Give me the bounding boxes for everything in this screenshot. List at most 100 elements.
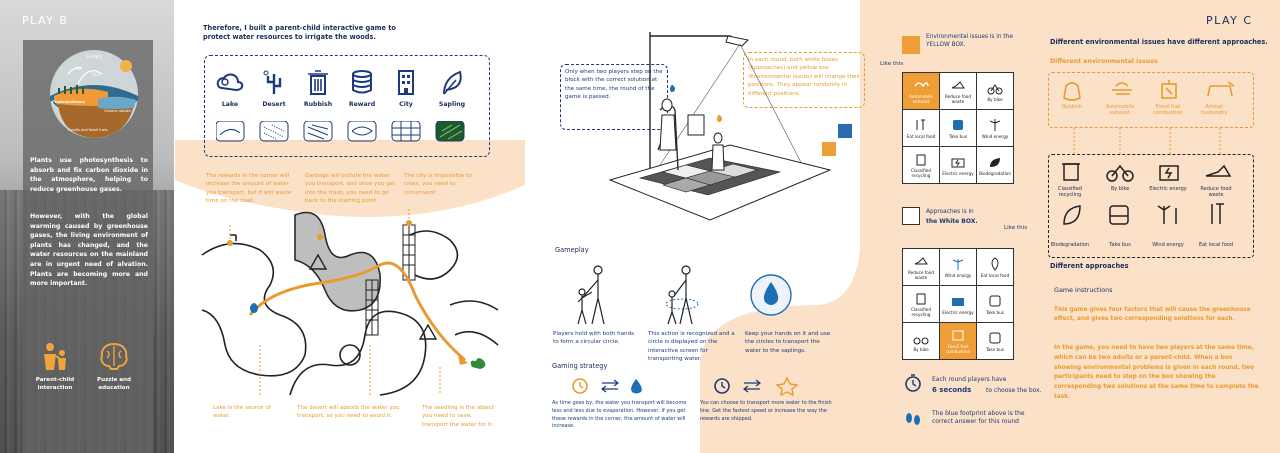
- grid1-cell-8[interactable]: Biodegradation: [977, 147, 1013, 183]
- yellow-box-swatch: [902, 36, 920, 54]
- grid2-cell-6[interactable]: By bike: [903, 323, 939, 359]
- tile-swatches: [216, 121, 465, 142]
- issues-icons: [1063, 80, 1235, 101]
- strategy-text-1: As time goes by, the water you transport…: [552, 400, 687, 430]
- maze-map: [201, 207, 499, 396]
- strategy-text-2: You can choose to transport more water t…: [700, 400, 832, 422]
- round-text-1: Each round players have: [932, 376, 1007, 383]
- grid1-cell-0[interactable]: Automobile exhaust: [903, 73, 939, 109]
- round-text-3: to choose the box.: [986, 387, 1042, 394]
- gameplay-step-1: Players hold with both hands to form a c…: [553, 331, 635, 346]
- play-b-paragraph-2: However, with the global warming caused …: [30, 213, 148, 288]
- diagram-sunlight-label: Sunlight: [86, 54, 103, 59]
- note-seedling: The seedling is the object you need to s…: [422, 405, 494, 428]
- approach-label-3: Reduce food waste: [1200, 186, 1232, 199]
- peach-band: [175, 140, 525, 217]
- approaches-box: [1048, 154, 1254, 258]
- circle-recognized-illustration: [665, 265, 699, 325]
- grid1-cell-3[interactable]: Eat local food: [903, 110, 939, 146]
- white-box-swatch: [902, 207, 920, 225]
- note-desert: The desert will absorb the water you tra…: [297, 405, 400, 420]
- white-box-title-2: the White BOX.: [926, 218, 978, 225]
- footprint-note: The blue footprint above is the correct …: [932, 410, 1025, 426]
- yellow-box-marker: [822, 142, 836, 156]
- grid2-cell-5[interactable]: Take bus: [977, 286, 1013, 322]
- strategy-icons-2: [714, 376, 799, 396]
- issue-label-animal: Animal husbandry: [1200, 104, 1228, 117]
- white-box-title-1: Approaches is in: [926, 209, 974, 215]
- scene-left-note: Only when two players step on the block …: [565, 69, 663, 101]
- issues-title: Different environmental issues: [1050, 58, 1158, 65]
- cactus-icon: [263, 70, 282, 94]
- grid2-cell-3[interactable]: Classified recycling: [903, 286, 939, 322]
- issue-label-rubbish: Rubbish: [1062, 104, 1082, 110]
- note-reward: The rewards in the corner will increase …: [206, 173, 292, 205]
- play-b-paragraph-1: Plants use photosynthesis to absorb and …: [30, 157, 148, 193]
- strategy-heading: Gaming strategy: [552, 362, 608, 370]
- grid2-cell-2[interactable]: Eat local food: [977, 249, 1013, 285]
- lake-icon: [216, 73, 244, 92]
- issue-label-fossil: Fossil fuel combustion: [1153, 104, 1183, 117]
- timer-icon: [905, 374, 921, 392]
- brain-icon: [100, 342, 128, 370]
- gameplay-step-2: This action is recognized and a circle i…: [648, 331, 735, 363]
- like-this-label-2: Like this: [1004, 225, 1028, 231]
- grid1-cell-5[interactable]: Wind energy: [977, 110, 1013, 146]
- legend-label-reward: Reward: [348, 101, 376, 108]
- city-icon: [398, 70, 414, 95]
- note-garbage: Garbage will pollute the water you trans…: [305, 173, 396, 205]
- approach-label-2: Electric energy: [1149, 186, 1187, 192]
- carbon-cycle-diagram: [50, 50, 138, 138]
- scene-right-note: In each round, both white boxes (Approac…: [748, 57, 861, 97]
- sapling-icon: [443, 70, 462, 95]
- issue-label-exhaust: Automobile exhaust: [1105, 104, 1135, 117]
- blue-box-marker: [838, 124, 852, 138]
- gameplay-heading: Gameplay: [555, 246, 589, 254]
- approaches-title: Different approaches: [1050, 262, 1129, 270]
- intro-heading: Therefore, I built a parent-child intera…: [203, 24, 396, 41]
- round-text-2: 6 seconds: [932, 386, 972, 394]
- coins-icon: [352, 70, 372, 94]
- gameplay-step-3: Keep your hands on it and use the circle…: [745, 331, 831, 354]
- approach-label-5: Take bus: [1109, 242, 1131, 248]
- instructions-title: Game instructions: [1054, 286, 1113, 294]
- grid2-cell-7[interactable]: Fossil fuel combustion: [940, 323, 976, 359]
- diagram-fossil-label: Fossils and fossil fuels: [68, 128, 108, 132]
- diagram-o2-label: O₂: [76, 66, 81, 71]
- approach-label-1: By bike: [1110, 186, 1130, 192]
- approach-label-6: Wind energy: [1152, 242, 1184, 248]
- grid2-cell-1[interactable]: Wind energy: [940, 249, 976, 285]
- approach-label-4: Biodegradation: [1050, 242, 1090, 248]
- play-c-label: PLAY C: [1206, 14, 1253, 27]
- players-hold-hands-illustration: [577, 265, 605, 325]
- note-lake: Lake is the source of water.: [213, 405, 271, 420]
- diagram-ocean-label: Oceans uptake: [104, 109, 131, 113]
- badge-parent-child: Parent-child interaction: [35, 377, 75, 391]
- approach-label-7: Eat local food: [1198, 242, 1234, 248]
- parent-child-icon: [44, 343, 66, 370]
- legend-label-rubbish: Rubbish: [303, 101, 333, 108]
- grid1-cell-7[interactable]: Electric energy: [940, 147, 976, 183]
- play-c-heading: Different environmental issues have diff…: [1050, 38, 1268, 46]
- grid1-cell-4[interactable]: Take bus: [940, 110, 976, 146]
- grid1-cell-2[interactable]: By bike: [977, 73, 1013, 109]
- connector-lines: [1073, 128, 1221, 154]
- grid2-cell-4[interactable]: Electric energy: [940, 286, 976, 322]
- trash-icon: [308, 70, 328, 95]
- grid1-cell-1[interactable]: Reduce food waste: [940, 73, 976, 109]
- issues-box: [1048, 72, 1254, 128]
- legend-label-lake: Lake: [221, 101, 239, 108]
- strategy-icons-1: [572, 378, 642, 394]
- like-this-label-1: Like this: [880, 61, 904, 67]
- diagram-photo-label: Photosynthesis: [52, 99, 85, 104]
- instructions-2: In the game, you need to have two player…: [1054, 345, 1259, 400]
- legend-label-sapling: Sapling: [438, 101, 466, 108]
- grid2-cell-0[interactable]: Reduce food waste: [903, 249, 939, 285]
- yellow-grid: Automobile exhaust Reduce food waste By …: [902, 72, 1014, 184]
- grid2-cell-8[interactable]: Take bus: [977, 323, 1013, 359]
- white-grid: Reduce food waste Wind energy Eat local …: [902, 248, 1014, 360]
- legend-label-city: City: [399, 101, 413, 108]
- approaches-icons: [1062, 163, 1232, 225]
- grid1-cell-6[interactable]: Classified recycling: [903, 147, 939, 183]
- play-b-label: PLAY B: [22, 14, 69, 27]
